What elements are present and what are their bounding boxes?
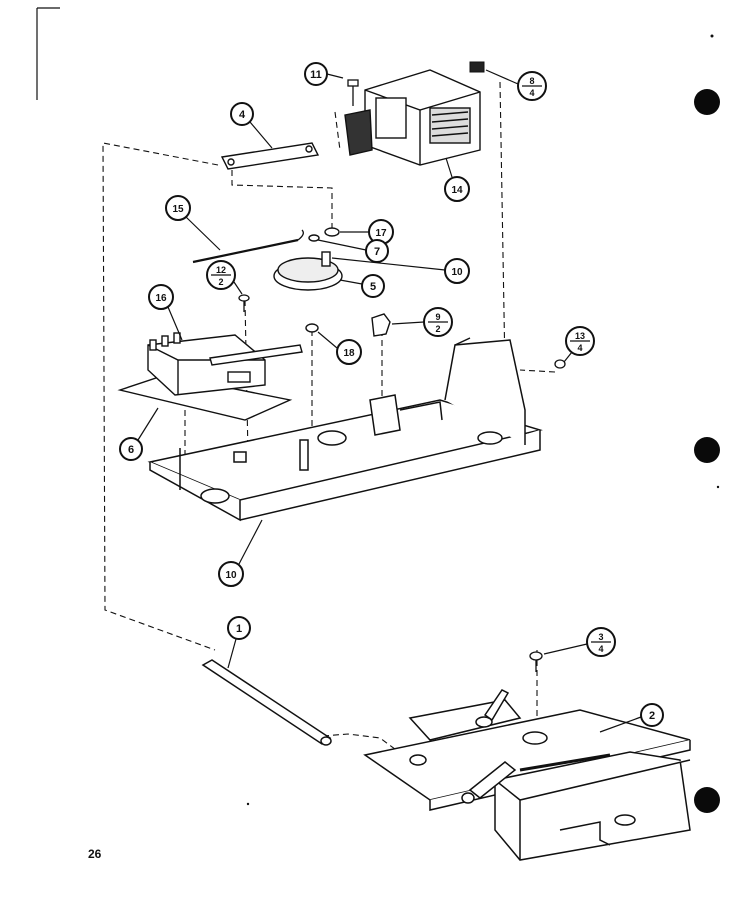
spring-hook — [297, 229, 304, 241]
callout-7: 7 — [317, 239, 389, 263]
svg-text:10: 10 — [225, 570, 237, 581]
callout-17: 17 — [340, 219, 394, 245]
svg-text:5: 5 — [370, 281, 376, 293]
svg-text:15: 15 — [172, 204, 184, 215]
stray-mark — [716, 485, 720, 489]
binder-hole-middle — [694, 437, 720, 463]
screw-3 — [529, 651, 543, 672]
svg-text:17: 17 — [375, 228, 387, 239]
callout-10-lower: 10 — [218, 519, 263, 587]
svg-text:14: 14 — [451, 185, 463, 196]
callout-15: 15 — [165, 195, 221, 251]
callout-1: 1 — [227, 616, 251, 669]
spring-15 — [192, 238, 299, 264]
callout-14: 14 — [444, 157, 470, 202]
callout-11: 11 — [304, 62, 344, 86]
screw-12 — [238, 294, 250, 312]
svg-text:12: 12 — [216, 265, 226, 275]
svg-text:16: 16 — [155, 293, 167, 304]
svg-text:2: 2 — [649, 710, 655, 722]
svg-text:2: 2 — [218, 277, 223, 287]
callout-5: 5 — [339, 274, 385, 298]
svg-text:10: 10 — [451, 267, 463, 278]
svg-text:3: 3 — [598, 632, 603, 642]
callout-2: 2 — [599, 703, 664, 733]
callout-16: 16 — [148, 284, 183, 341]
svg-text:6: 6 — [128, 444, 134, 456]
stray-mark — [710, 34, 714, 38]
shaft-1 — [201, 659, 332, 746]
svg-text:2: 2 — [435, 324, 440, 334]
part-8-clip — [469, 61, 485, 73]
relay-assembly — [344, 69, 481, 166]
svg-text:8: 8 — [529, 76, 534, 86]
binder-hole-top — [694, 89, 720, 115]
cam-wheel — [273, 227, 343, 333]
callout-18: 18 — [317, 331, 362, 365]
screw-13 — [554, 359, 566, 369]
callout-10-upper: 10 — [331, 257, 470, 284]
callout-9-2: 9 2 — [391, 307, 453, 337]
svg-text:9: 9 — [435, 312, 440, 322]
svg-text:4: 4 — [598, 644, 603, 654]
callout-6: 6 — [119, 407, 159, 461]
latch-assembly — [363, 689, 691, 861]
svg-text:4: 4 — [529, 88, 534, 98]
svg-text:13: 13 — [575, 331, 585, 341]
callout-3-4: 3 4 — [543, 627, 616, 657]
svg-text:7: 7 — [374, 246, 380, 258]
callout-12-2: 12 2 — [206, 260, 243, 295]
svg-text:1: 1 — [236, 623, 242, 635]
page-frame — [36, 7, 60, 100]
svg-text:4: 4 — [577, 343, 582, 353]
link-bar — [220, 142, 320, 170]
page-number: 26 — [88, 847, 102, 861]
callout-13-4: 13 4 — [563, 326, 595, 363]
callout-4: 4 — [230, 102, 273, 149]
svg-text:18: 18 — [343, 348, 355, 359]
svg-text:4: 4 — [239, 109, 246, 121]
stray-mark — [246, 802, 250, 806]
main-chassis — [147, 337, 543, 522]
switch-assembly — [117, 332, 303, 421]
callout-8-4: 8 4 — [485, 69, 547, 101]
binder-hole-bottom — [694, 787, 720, 813]
screw-11 — [347, 79, 359, 106]
part-9-cam-block — [371, 313, 391, 337]
svg-text:11: 11 — [310, 69, 322, 81]
